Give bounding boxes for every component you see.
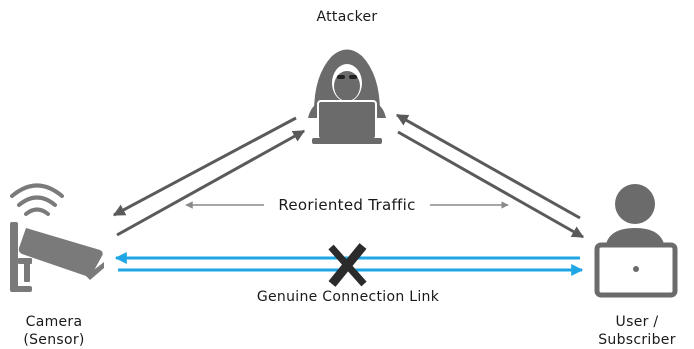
camera-label: Camera (Sensor) (14, 313, 94, 349)
arrow-user-to-attacker (395, 113, 581, 220)
wifi-signal-icon (10, 183, 64, 216)
reoriented-traffic-label: Reoriented Traffic (278, 196, 416, 214)
attacker-label: Attacker (316, 9, 378, 25)
arrow-attacker-to-camera (112, 116, 297, 217)
x-mark-icon (328, 243, 367, 287)
arrow-attacker-to-user (397, 130, 585, 239)
user-label: User / Subscriber (585, 313, 689, 349)
user-label-line2: Subscriber (598, 332, 676, 348)
hooded-hacker-icon (308, 49, 386, 144)
arrow-camera-to-attacker (116, 129, 306, 237)
security-camera-icon (10, 222, 104, 292)
genuine-link-label: Genuine Connection Link (256, 289, 440, 305)
camera-label-line1: Camera (25, 314, 83, 330)
user-with-laptop-icon (594, 184, 678, 298)
user-label-line1: User / (615, 314, 659, 330)
camera-label-line2: (Sensor) (23, 332, 85, 348)
